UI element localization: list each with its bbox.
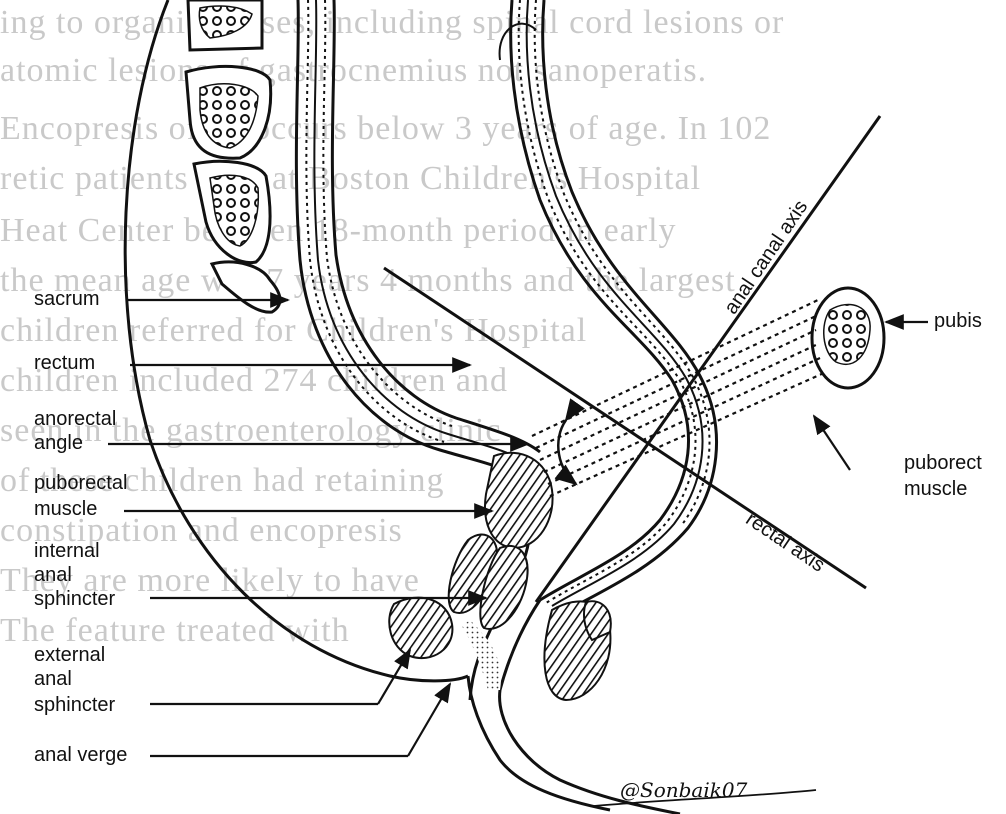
label-rectum: rectum [34, 352, 95, 374]
label-anal-verge: anal verge [34, 744, 127, 766]
sacrum-bone [186, 0, 280, 312]
label-anorectal-angle-line1: anorectal [34, 408, 116, 430]
puborectal-muscle-shape [485, 453, 553, 548]
label-internal-sphincter-line2: anal [34, 564, 72, 586]
label-puborectal-muscle-line1: puborectal [34, 472, 127, 494]
label-internal-sphincter-line3: sphincter [34, 588, 115, 610]
label-external-sphincter-line2: anal [34, 668, 72, 690]
leader-line [814, 416, 850, 470]
label-sacrum: sacrum [34, 288, 100, 310]
leader-line [408, 684, 450, 756]
label-puborect-line1: puborect [904, 452, 982, 474]
label-puborect-line2: muscle [904, 478, 967, 500]
label-puborectal-muscle-line2: muscle [34, 498, 97, 520]
label-internal-sphincter-line1: internal [34, 540, 100, 562]
external-sphincter-shape [389, 598, 452, 658]
label-external-sphincter-line1: external [34, 644, 105, 666]
external-sphincter-shape [584, 601, 611, 640]
label-pubis: pubis [934, 310, 982, 332]
rectum-posterior-wall [296, 0, 540, 480]
label-anorectal-angle-line2: angle [34, 432, 83, 454]
signature: @Sonbaik07 [620, 778, 747, 802]
leader-line [378, 650, 410, 704]
label-external-sphincter-line3: sphincter [34, 694, 115, 716]
